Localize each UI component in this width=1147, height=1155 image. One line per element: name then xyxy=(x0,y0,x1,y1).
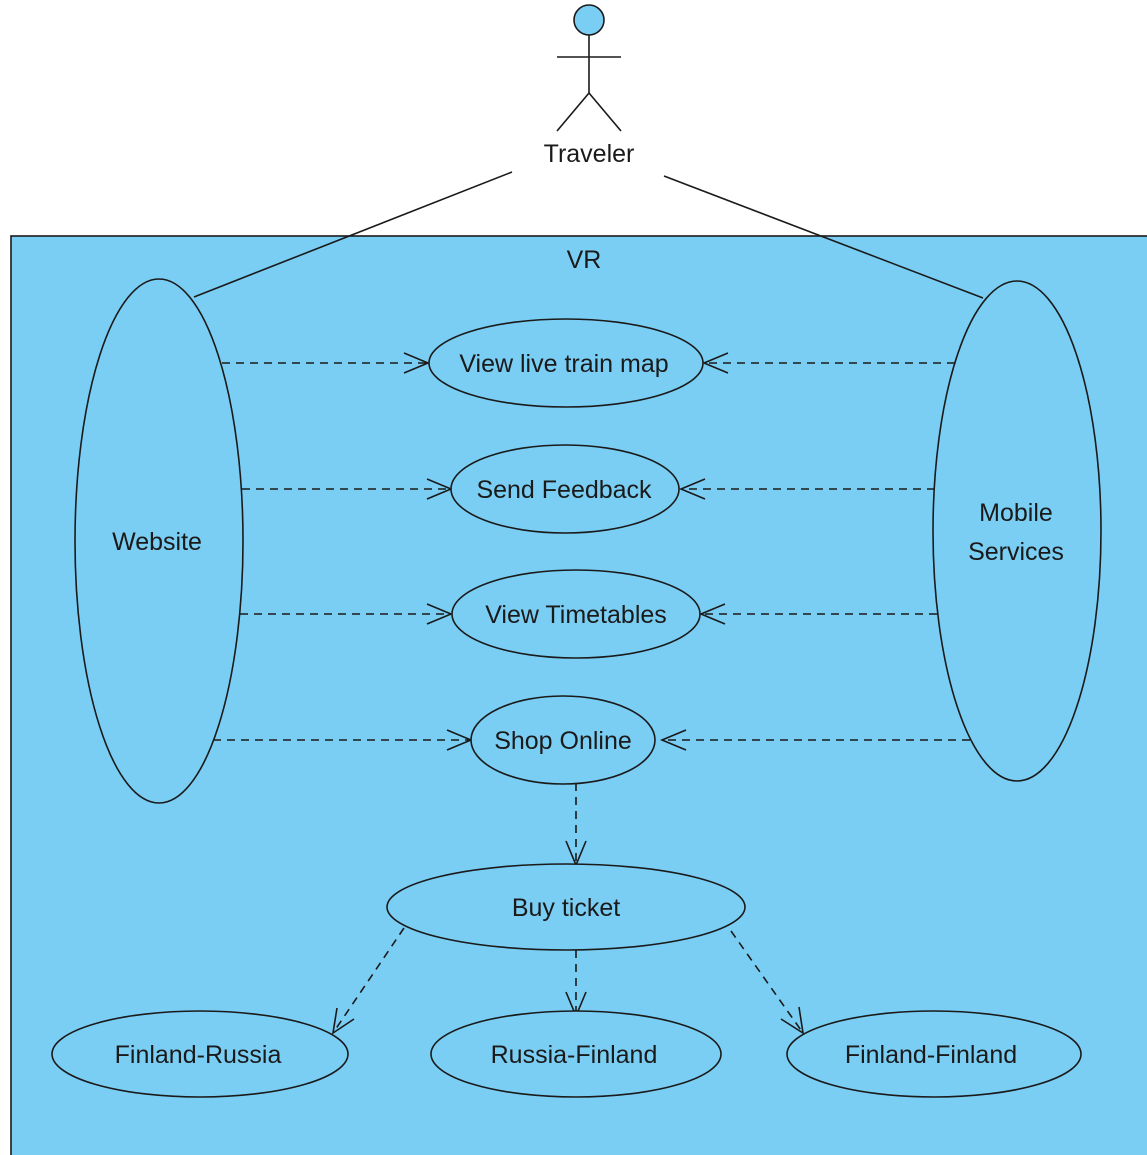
usecase-finland-finland-label: Finland-Finland xyxy=(845,1041,1017,1069)
system-name: VR xyxy=(567,246,602,274)
usecase-mobile-label-line1: Mobile xyxy=(979,499,1053,527)
usecase-website[interactable] xyxy=(74,278,244,804)
usecase-shop-online[interactable] xyxy=(470,695,656,785)
usecase-finland-finland[interactable] xyxy=(786,1010,1082,1098)
usecase-live-map[interactable] xyxy=(428,318,704,408)
usecase-buy-ticket-label: Buy ticket xyxy=(512,894,620,922)
usecase-timetables[interactable] xyxy=(451,569,701,659)
dependency-website-timetables xyxy=(240,603,454,625)
dependency-mobile-live-map xyxy=(701,352,955,374)
dependency-mobile-timetables xyxy=(698,603,937,625)
usecase-mobile-label-line2: Services xyxy=(968,538,1064,566)
dependency-website-live-map xyxy=(222,352,431,374)
usecase-feedback[interactable] xyxy=(450,444,680,534)
usecase-buy-ticket[interactable] xyxy=(386,863,746,951)
association-mobile xyxy=(663,175,984,299)
dependency-buy-fin-rus xyxy=(331,927,405,1035)
actor-name: Traveler xyxy=(544,140,635,168)
usecase-timetables-label: View Timetables xyxy=(485,601,667,629)
association-website xyxy=(193,171,513,298)
dependency-buy-fin-fin xyxy=(730,930,805,1035)
usecase-russia-finland[interactable] xyxy=(430,1010,722,1098)
dependency-mobile-shop xyxy=(659,729,970,751)
usecase-live-map-label: View live train map xyxy=(459,350,668,378)
usecase-shop-online-label: Shop Online xyxy=(494,727,632,755)
usecase-website-label: Website xyxy=(112,528,202,556)
usecase-russia-finland-label: Russia-Finland xyxy=(491,1041,658,1069)
dependency-mobile-feedback xyxy=(678,478,935,500)
usecase-finland-russia-label: Finland-Russia xyxy=(115,1041,282,1069)
usecase-feedback-label: Send Feedback xyxy=(476,476,652,504)
usecase-finland-russia[interactable] xyxy=(51,1010,349,1098)
stick-figure-icon xyxy=(556,4,622,132)
usecase-mobile-services[interactable] xyxy=(932,280,1102,782)
